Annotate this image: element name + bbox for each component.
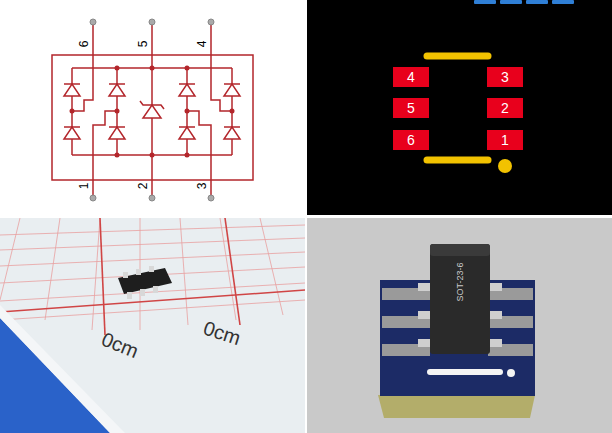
footprint-pad: 2 <box>487 98 523 118</box>
pin-number: 1 <box>77 183 91 190</box>
pad-number: 6 <box>407 132 415 148</box>
pin-ends <box>90 19 214 201</box>
pin-number: 5 <box>136 41 150 48</box>
footprint-pad: 1 <box>487 130 523 150</box>
toolbar-buttons <box>474 0 574 4</box>
pad-number: 3 <box>501 69 509 85</box>
junction-dots <box>70 66 235 158</box>
pin-number: 3 <box>195 183 209 190</box>
package-marking: SOT-23-6 <box>455 262 465 301</box>
footprint-pad: 3 <box>487 67 523 87</box>
footprint-panel <box>307 0 612 215</box>
schematic-panel <box>0 0 305 215</box>
package-render <box>378 244 535 418</box>
footprint-pad: 6 <box>393 130 429 150</box>
pin-number: 2 <box>136 183 150 190</box>
pin-number: 4 <box>195 41 209 48</box>
pad-number: 4 <box>407 69 415 85</box>
pad-number: 5 <box>407 100 415 116</box>
photo-panel <box>0 218 305 433</box>
grid-photo <box>0 218 305 433</box>
footprint-pad: 4 <box>393 67 429 87</box>
pad-number: 1 <box>501 132 509 148</box>
pad-number: 2 <box>501 100 509 116</box>
pin-number: 6 <box>77 41 91 48</box>
render-panel <box>307 218 612 433</box>
diode-symbols <box>64 84 240 139</box>
diode-array-schematic <box>52 22 253 198</box>
footprint-pad: 5 <box>393 98 429 118</box>
